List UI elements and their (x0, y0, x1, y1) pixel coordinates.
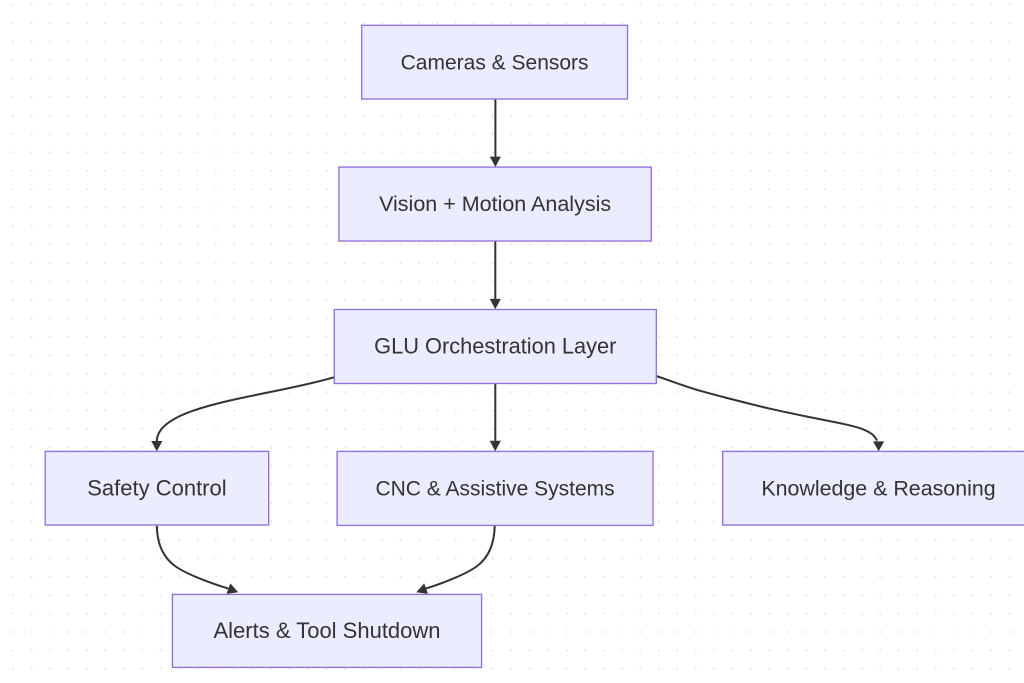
svg-text:Cameras & Sensors: Cameras & Sensors (401, 51, 589, 74)
svg-text:Safety Control: Safety Control (87, 475, 226, 500)
svg-text:Knowledge & Reasoning: Knowledge & Reasoning (761, 476, 995, 500)
svg-text:CNC & Assistive Systems: CNC & Assistive Systems (375, 478, 614, 501)
svg-text:Vision + Motion Analysis: Vision + Motion Analysis (379, 192, 611, 216)
svg-text:GLU Orchestration Layer: GLU Orchestration Layer (374, 334, 616, 359)
svg-text:Alerts & Tool Shutdown: Alerts & Tool Shutdown (213, 618, 440, 643)
